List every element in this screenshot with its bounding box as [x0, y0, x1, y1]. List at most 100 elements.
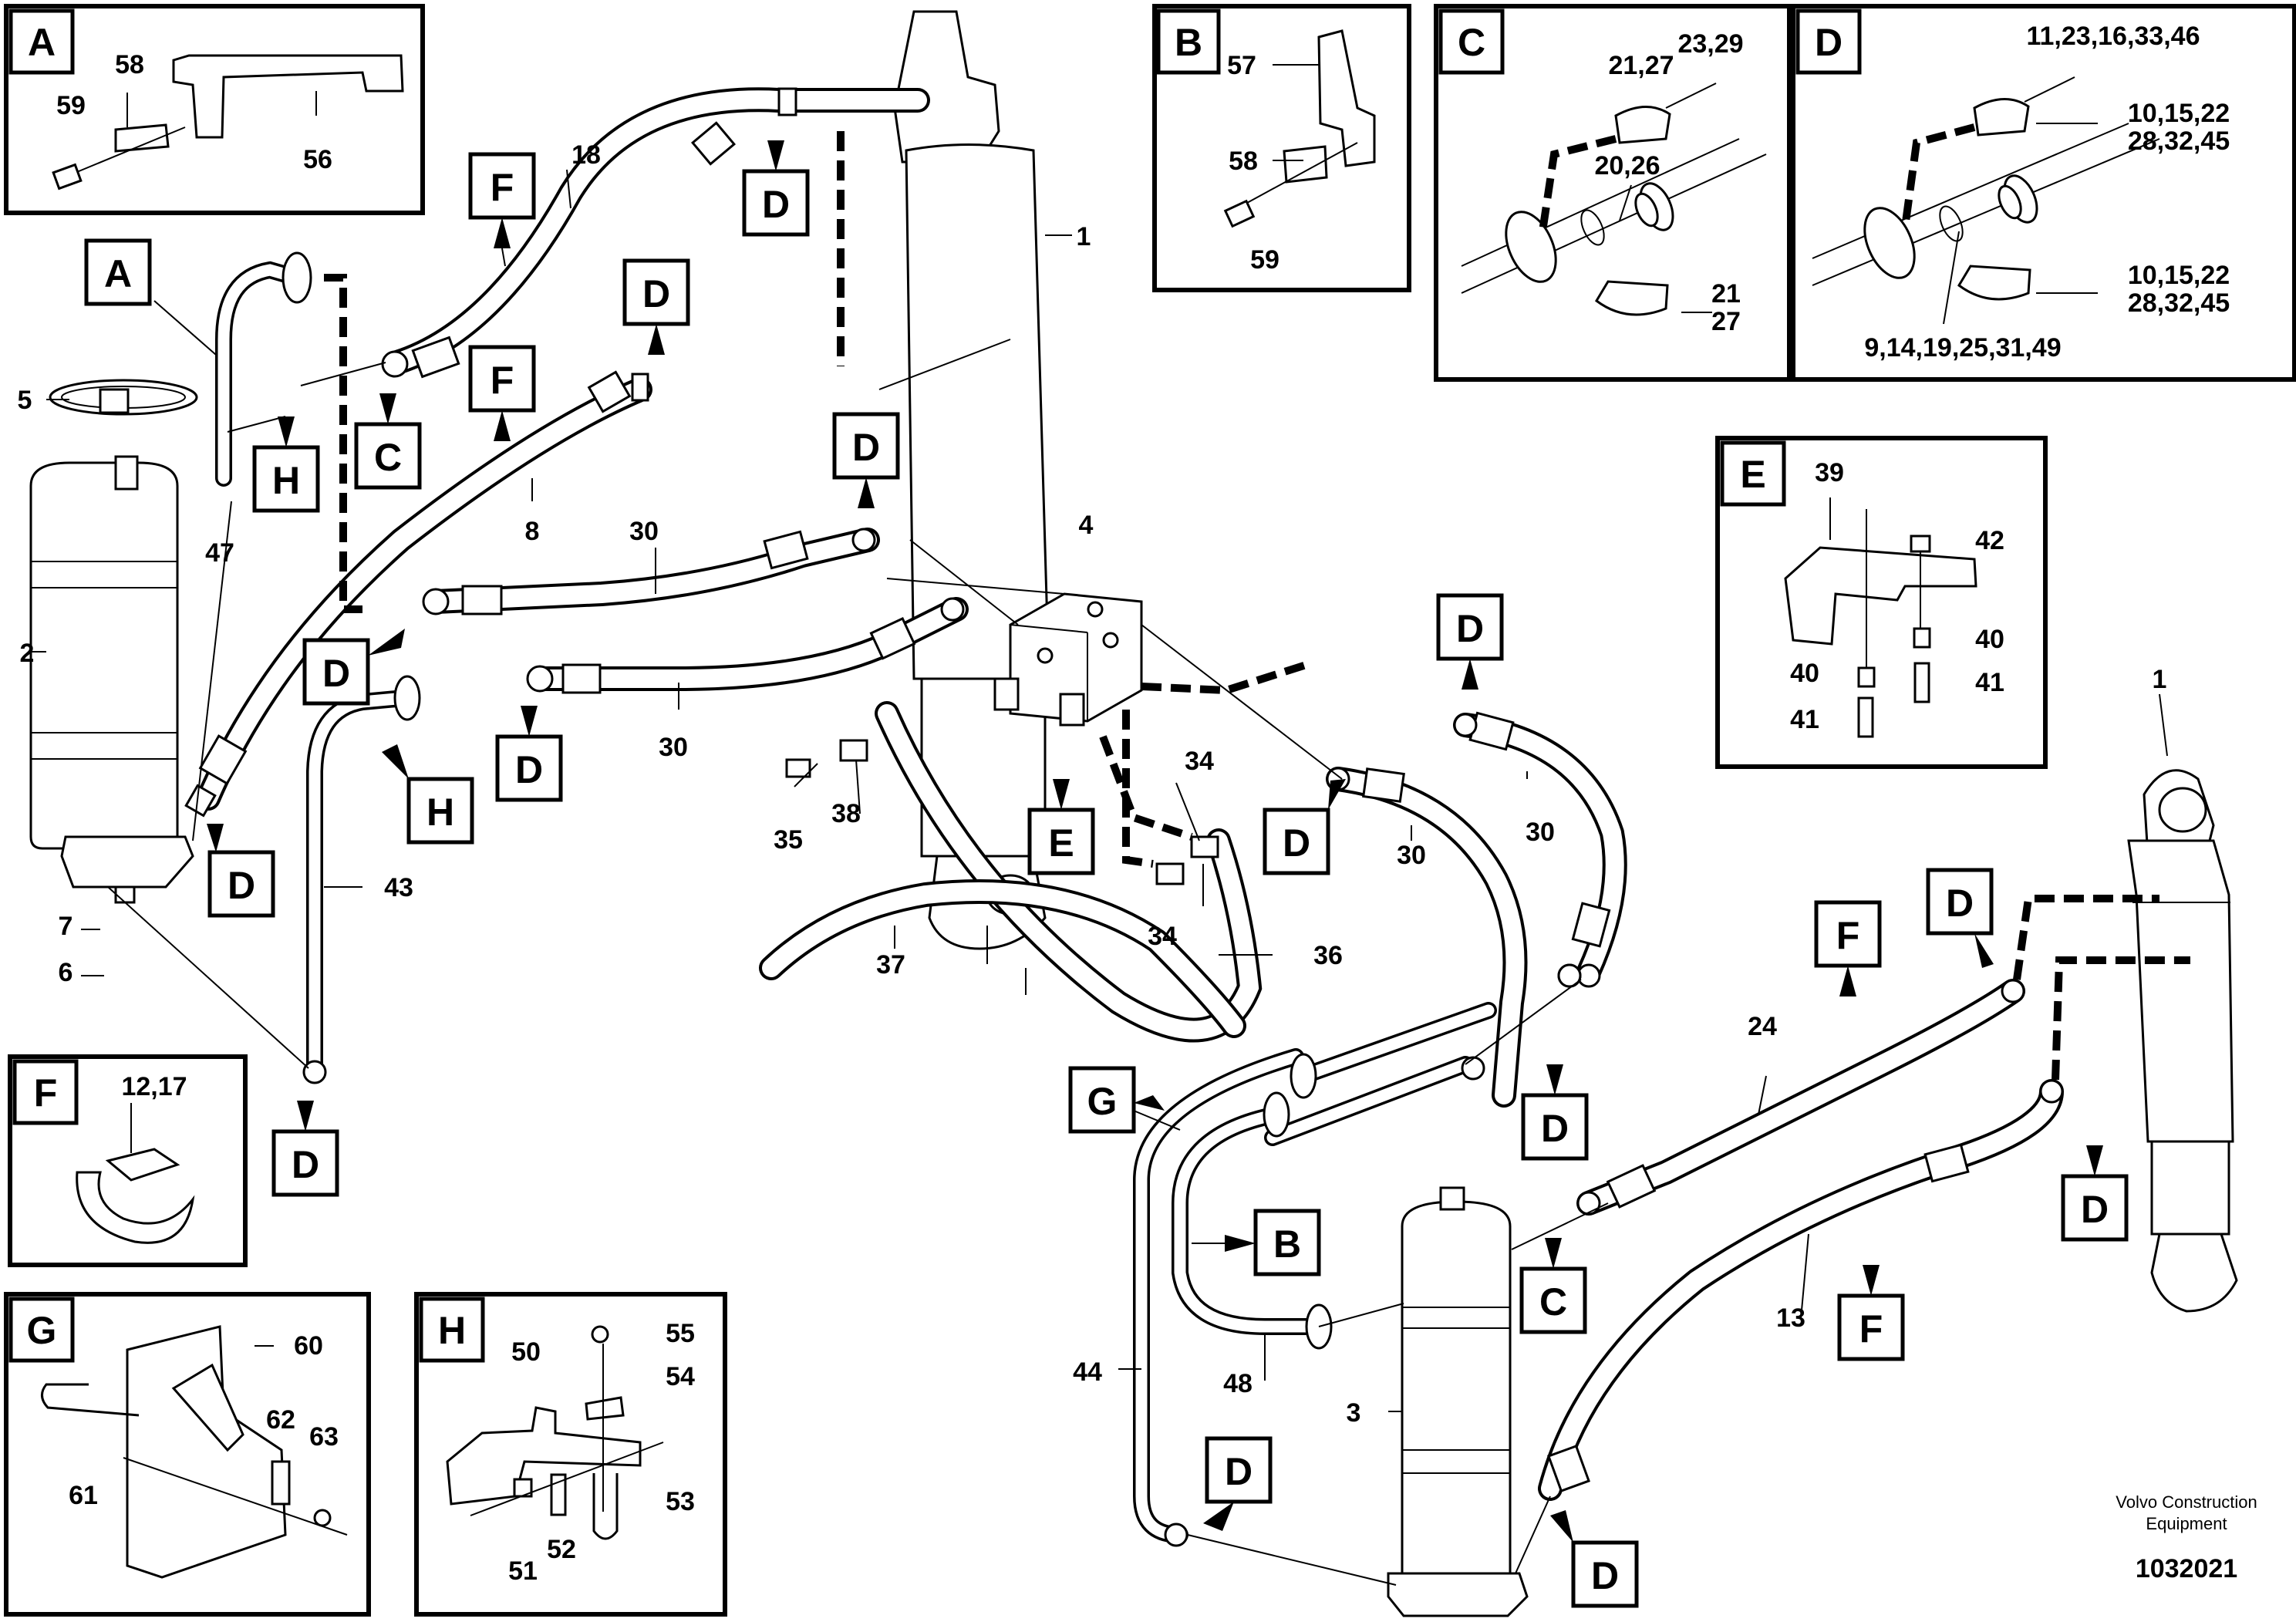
leader-lines	[31, 169, 2168, 1586]
callout-label: 34	[1185, 747, 1214, 776]
accumulator-3	[1387, 1186, 1529, 1617]
detail-label: 10,15,22	[2128, 99, 2230, 128]
view-letter: D	[1456, 607, 1484, 650]
callout-label: 47	[205, 538, 234, 568]
callout-label: 13	[1776, 1303, 1805, 1333]
view-letter: D	[642, 272, 670, 315]
detail-label: 55	[666, 1319, 695, 1348]
detail-label: 62	[266, 1405, 295, 1435]
detail-label: 51	[508, 1556, 538, 1586]
callout-label: 30	[629, 517, 659, 546]
cylinder-1-top	[893, 10, 1050, 950]
clamp-5	[49, 379, 198, 416]
cylinder-1-right	[2127, 769, 2238, 1313]
panel-letter: H	[438, 1309, 466, 1352]
detail-label: 10,15,22	[2128, 261, 2230, 290]
pipe-g-cross	[1264, 1002, 1497, 1146]
view-letter: D	[852, 426, 880, 469]
callout-label: 1	[2153, 665, 2167, 694]
view-letter: D	[1591, 1554, 1619, 1597]
detail-label: 40	[1975, 625, 2004, 654]
detail-panel-b: B 57 58 59	[1152, 4, 1411, 292]
detail-label: 52	[547, 1535, 576, 1564]
detail-label: 61	[69, 1481, 98, 1510]
callout-label: 30	[1397, 841, 1426, 870]
view-letter: H	[272, 459, 300, 502]
callout-label: 37	[876, 950, 905, 980]
hose-fittings	[184, 87, 2064, 1547]
detail-label: 12,17	[121, 1072, 187, 1101]
detail-label: 21	[1711, 279, 1741, 309]
view-letter: D	[2081, 1188, 2109, 1231]
callout-label: 6	[59, 958, 73, 987]
panel-letter: A	[28, 21, 56, 64]
detail-label: 41	[1790, 705, 1819, 734]
detail-label: 59	[1250, 245, 1279, 275]
view-letter: C	[1539, 1280, 1567, 1324]
detail-label: 57	[1227, 51, 1256, 80]
detail-label: 58	[1229, 147, 1258, 176]
view-letter: D	[1283, 821, 1310, 865]
callout-label: 8	[525, 517, 540, 546]
detail-label: 41	[1975, 668, 2004, 697]
hose-13	[1538, 1079, 2064, 1501]
detail-panel-e: E 39 42 40 40 41 41	[1715, 436, 2048, 769]
view-letter: A	[104, 252, 132, 295]
view-letter: B	[1273, 1222, 1301, 1266]
detail-label: 50	[511, 1337, 541, 1367]
panel-letter: E	[1740, 453, 1765, 496]
callout-label: 1	[1077, 222, 1091, 251]
panel-letter: G	[27, 1309, 57, 1352]
detail-label: 56	[303, 145, 332, 174]
hose-36	[875, 701, 1263, 1043]
view-letter: F	[491, 359, 514, 402]
callout-label: 2	[20, 639, 35, 668]
detail-panel-d: D 11,23,16,33,46 10,15,22 28,32,45 10,15…	[1791, 4, 2296, 382]
callout-label: 4	[1079, 511, 1094, 540]
panel-letter: B	[1175, 21, 1202, 64]
pipe-flanges	[282, 251, 1333, 1350]
callout-label: 36	[1313, 941, 1343, 970]
view-letter: D	[515, 748, 543, 791]
callout-label: 34	[1148, 922, 1177, 951]
view-letter: D	[322, 652, 350, 695]
detail-label: 20,26	[1594, 151, 1660, 180]
view-letter: G	[1087, 1080, 1118, 1123]
view-letter: E	[1048, 821, 1074, 865]
accumulator-2	[29, 455, 194, 904]
detail-panel-g: G 60 62 63 61	[4, 1292, 371, 1617]
detail-panel-f: F 12,17	[8, 1054, 248, 1267]
panel-letter: D	[1815, 21, 1843, 64]
callout-label: 35	[774, 825, 803, 855]
brand-name: Volvo Construction	[2116, 1492, 2257, 1512]
view-letter: D	[228, 864, 255, 907]
hose-37	[759, 879, 1246, 1038]
hose-8	[196, 377, 652, 811]
detail-label: 28,32,45	[2128, 288, 2230, 318]
detail-panel-c: C 21,27 23,29 20,26 21 27	[1434, 4, 1792, 382]
detail-label: 9,14,19,25,31,49	[1864, 333, 2061, 363]
view-letter: D	[1541, 1107, 1569, 1150]
view-letter: C	[374, 436, 402, 479]
detail-panel-a: A 58 59 56	[4, 4, 425, 215]
callout-label: 24	[1748, 1012, 1777, 1041]
detail-label: 54	[666, 1362, 695, 1391]
dashed-connections	[324, 131, 2190, 1081]
callout-label: 5	[18, 386, 32, 415]
detail-label: 59	[56, 91, 86, 120]
view-letter: F	[1859, 1307, 1883, 1351]
detail-label: 58	[115, 50, 144, 79]
pipe-47	[215, 261, 305, 487]
callout-label: 18	[571, 140, 601, 170]
brand-name-line2: Equipment	[2146, 1514, 2227, 1533]
view-letter: F	[1836, 914, 1860, 957]
pipe-44	[1133, 1048, 1304, 1543]
callout-label: 43	[384, 873, 413, 902]
detail-label: 53	[666, 1487, 695, 1516]
detail-label: 21,27	[1608, 51, 1674, 80]
callout-label: 48	[1223, 1369, 1253, 1398]
callout-label: 38	[831, 799, 861, 828]
view-letter: H	[426, 791, 454, 834]
panel-letter: F	[34, 1071, 58, 1114]
